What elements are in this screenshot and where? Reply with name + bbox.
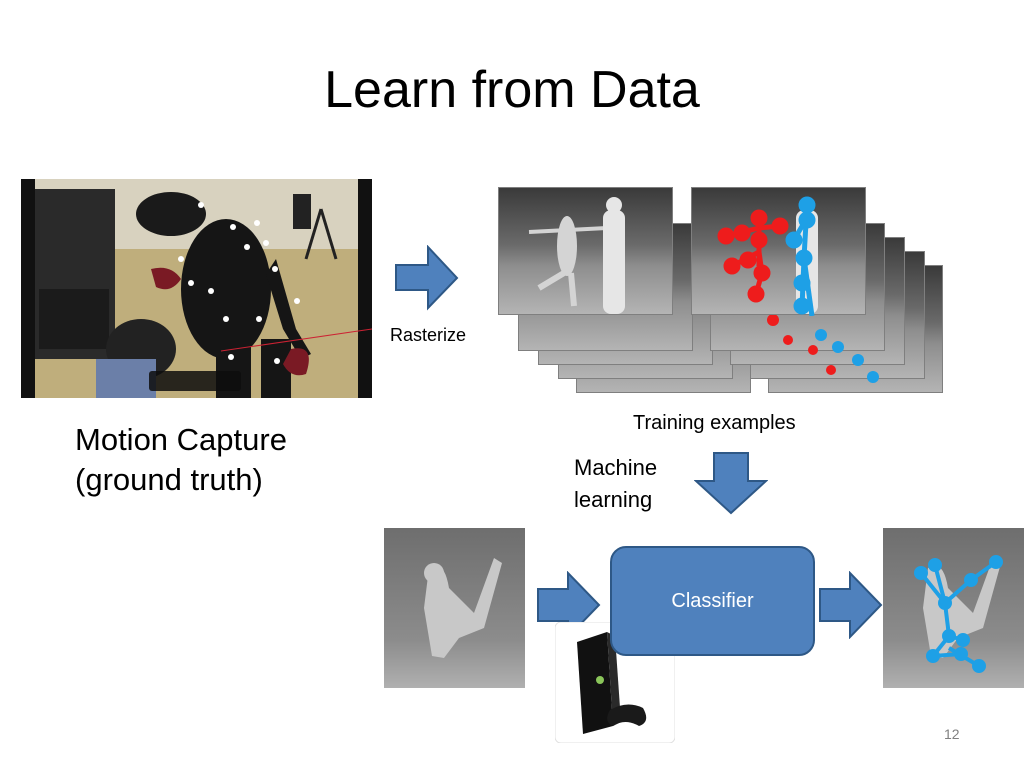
training-examples-stack: [498, 187, 958, 395]
machine-learning-label: Machine learning: [574, 452, 657, 516]
machine-learning-line2: learning: [574, 486, 653, 512]
output-skeleton-image: [883, 528, 1024, 688]
classifier-label: Classifier: [671, 589, 754, 612]
classifier-input-arrow: [537, 571, 601, 639]
motion-capture-caption: Motion Capture (ground truth): [75, 420, 287, 501]
training-examples-label: Training examples: [633, 412, 796, 434]
machine-learning-arrow: [694, 452, 768, 515]
motion-capture-caption-line2: (ground truth): [75, 462, 263, 498]
page-number: 12: [944, 726, 960, 742]
rasterize-arrow: [395, 245, 459, 311]
slide-title: Learn from Data: [324, 61, 700, 119]
classifier-box: Classifier: [610, 546, 815, 656]
motion-capture-caption-line1: Motion Capture: [75, 422, 287, 457]
depth-frame-skeleton: [691, 187, 866, 317]
depth-frame-example: [498, 187, 673, 315]
rasterize-label: Rasterize: [390, 325, 467, 345]
input-depth-image: [384, 528, 525, 688]
machine-learning-line1: Machine: [574, 455, 658, 480]
motion-capture-photo: [21, 179, 372, 398]
classifier-output-arrow: [819, 571, 883, 639]
